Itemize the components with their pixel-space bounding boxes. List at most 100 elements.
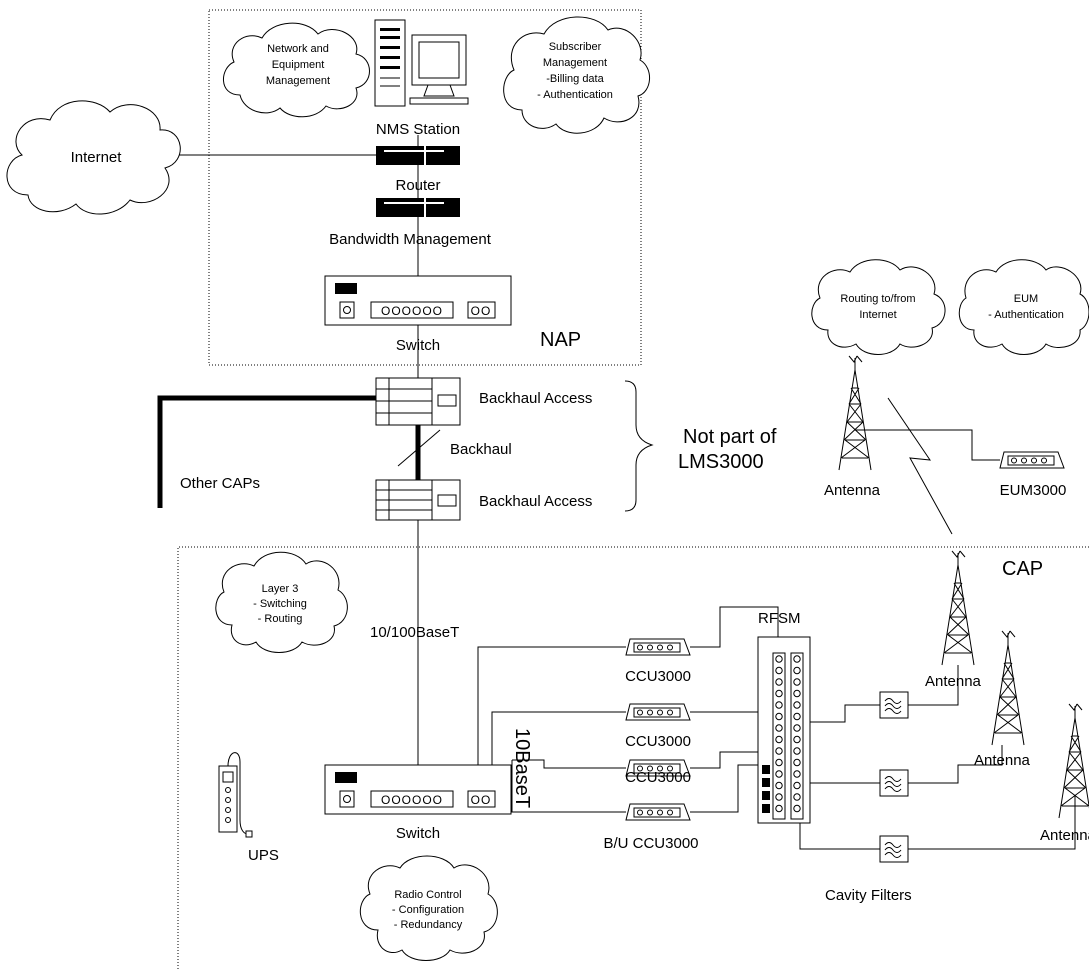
antenna-cap-1: Antenna xyxy=(925,550,982,690)
ten-base-t-label: 10BaseT xyxy=(511,728,533,808)
rfsm-port xyxy=(793,804,801,813)
svg-text:EUM: EUM xyxy=(1014,293,1038,305)
rfsm-port xyxy=(793,770,801,778)
svg-text:EUM3000: EUM3000 xyxy=(1000,482,1067,499)
svg-text:OO: OO xyxy=(471,304,492,318)
radio-control-cloud: Radio Control - Configuration - Redundan… xyxy=(359,855,498,961)
svg-text:OOOOOO: OOOOOO xyxy=(381,304,443,318)
rfsm-port xyxy=(793,735,801,744)
svg-text:CCU3000: CCU3000 xyxy=(625,769,691,786)
rfsm-port xyxy=(793,701,801,709)
rfsm-port xyxy=(793,758,801,767)
switch-bottom-label: Switch xyxy=(396,825,440,842)
rfsm-port xyxy=(775,781,783,790)
rfsm-port xyxy=(793,712,801,721)
svg-text:Management: Management xyxy=(543,57,607,69)
svg-text:CCU3000: CCU3000 xyxy=(625,668,691,685)
nms-station: NMS Station xyxy=(374,19,469,138)
svg-text:- Configuration: - Configuration xyxy=(392,904,464,916)
backhaul-label: Backhaul xyxy=(450,441,512,458)
svg-text:Antenna: Antenna xyxy=(974,752,1031,769)
svg-text:B/U CCU3000: B/U CCU3000 xyxy=(603,835,698,852)
rfsm-port xyxy=(775,793,783,801)
svg-text:- Switching: - Switching xyxy=(253,598,307,610)
internet-label: Internet xyxy=(71,149,123,166)
svg-text:OO: OO xyxy=(471,793,492,807)
rfsm-port xyxy=(793,793,801,801)
internet-cloud: Internet xyxy=(6,100,181,215)
ccu3000-1: CCU3000 xyxy=(625,638,691,685)
cap-boundary xyxy=(177,546,1089,969)
network-management-cloud: Network and Equipment Management xyxy=(222,22,370,118)
svg-text:- Authentication: - Authentication xyxy=(537,89,613,101)
svg-text:CCU3000: CCU3000 xyxy=(625,733,691,750)
svg-text:- Routing: - Routing xyxy=(258,613,303,625)
rfsm: RFSM xyxy=(757,610,811,824)
antenna-eum: Antenna xyxy=(824,355,881,499)
ccu3000-backup: B/U CCU3000 xyxy=(603,803,699,852)
rfsm-port xyxy=(775,724,783,732)
rfsm-port xyxy=(775,666,783,675)
router: Router xyxy=(376,146,460,194)
antenna-cap-3: Antenna xyxy=(1040,703,1089,844)
connections xyxy=(157,135,1076,850)
rfsm-port xyxy=(793,747,801,755)
rfsm-port xyxy=(775,655,783,663)
eum-cloud: EUM - Authentication xyxy=(958,259,1089,355)
rfsm-port xyxy=(775,678,783,686)
svg-text:Antenna: Antenna xyxy=(1040,827,1089,844)
svg-text:Radio Control: Radio Control xyxy=(394,889,461,901)
router-label: Router xyxy=(395,177,440,194)
ups: UPS xyxy=(218,752,279,864)
svg-text:- Redundancy: - Redundancy xyxy=(394,919,463,931)
rfsm-port xyxy=(793,655,801,663)
rfsm-port xyxy=(793,689,801,698)
backhaul-access-top-label: Backhaul Access xyxy=(479,390,592,407)
ccu3000-2: CCU3000 xyxy=(625,703,691,750)
switch-bottom: OOOOOO OO Switch xyxy=(324,764,512,842)
rfsm-port xyxy=(775,712,783,721)
rfsm-port xyxy=(775,758,783,767)
nap-boundary xyxy=(208,9,642,366)
svg-text:Equipment: Equipment xyxy=(272,59,325,71)
ccu3000-3: CCU3000 xyxy=(625,759,691,786)
other-caps-label: Other CAPs xyxy=(180,475,260,492)
rfsm-port xyxy=(775,747,783,755)
rfsm-port xyxy=(775,770,783,778)
cavity-filter-2 xyxy=(879,769,909,797)
ups-label: UPS xyxy=(248,847,279,864)
antenna-cap-2: Antenna xyxy=(974,630,1031,769)
rfsm-port xyxy=(775,701,783,709)
svg-text:Antenna: Antenna xyxy=(824,482,881,499)
svg-text:Antenna: Antenna xyxy=(925,673,982,690)
svg-text:Subscriber: Subscriber xyxy=(549,41,602,53)
svg-text:Management: Management xyxy=(266,75,330,87)
brace xyxy=(624,380,654,512)
rfsm-port xyxy=(793,678,801,686)
svg-text:OOOOOO: OOOOOO xyxy=(381,793,443,807)
svg-text:Routing to/from: Routing to/from xyxy=(840,293,915,305)
bandwidth-management-label: Bandwidth Management xyxy=(329,231,492,248)
link-10-100-label: 10/100BaseT xyxy=(370,624,459,641)
not-part-line2: LMS3000 xyxy=(678,451,764,473)
eum3000-device: EUM3000 xyxy=(999,451,1067,499)
not-part-line1: Not part of xyxy=(683,426,777,448)
svg-text:Layer 3: Layer 3 xyxy=(262,583,299,595)
bandwidth-management-device: Bandwidth Management xyxy=(329,198,492,248)
svg-text:Internet: Internet xyxy=(859,309,896,321)
rfsm-port xyxy=(775,689,783,698)
switch-top-label: Switch xyxy=(396,337,440,354)
switch-top: OOOOOO OO Switch xyxy=(324,275,512,354)
backhaul-access-top: Backhaul Access xyxy=(375,377,592,426)
rfsm-port xyxy=(793,724,801,732)
rfsm-port xyxy=(793,781,801,790)
rfsm-port xyxy=(775,735,783,744)
cavity-filter-3 xyxy=(879,835,909,863)
cavity-filter-1 xyxy=(879,691,909,719)
routing-cloud: Routing to/from Internet xyxy=(811,259,946,355)
layer3-cloud: Layer 3 - Switching - Routing xyxy=(215,551,348,653)
rfsm-port xyxy=(793,666,801,675)
subscriber-management-cloud: Subscriber Management -Billing data - Au… xyxy=(503,16,650,134)
cavity-filters-label: Cavity Filters xyxy=(825,887,912,904)
backhaul-access-bottom-label: Backhaul Access xyxy=(479,493,592,510)
